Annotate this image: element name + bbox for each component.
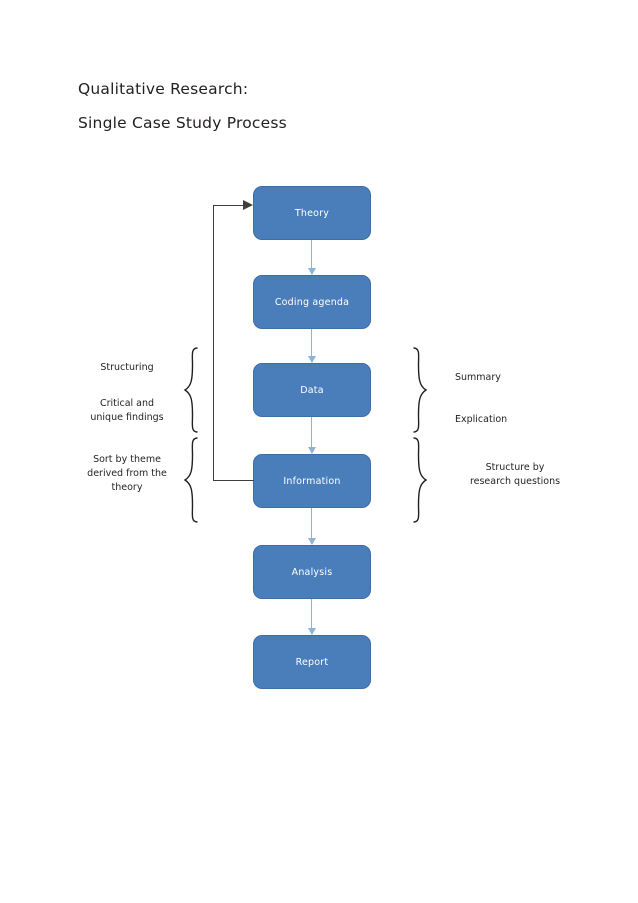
feedback-loop-arrowhead-icon [243,200,253,210]
title-line-2: Single Case Study Process [78,114,287,132]
left-brace-lower-icon [183,437,199,523]
connector-arrow-data-to-information [307,417,316,454]
annotation-explication-line-1: Explication [455,414,508,425]
annotation-structureby-line-2: research questions [469,476,561,487]
annotation-critical-unique-findings: Critical and unique findings [57,397,197,425]
annotation-structuring-line-1: Structuring [100,362,154,373]
connector-arrow-analysis-to-report [307,599,316,635]
annotation-sort-by-theme: Sort by theme derived from the theory [57,453,197,495]
flow-node-report: Report [253,635,371,689]
annotation-critical-line-2: unique findings [90,412,164,423]
right-brace-upper-icon [412,347,428,433]
connector-arrow-theory-to-coding [307,240,316,275]
flow-node-data: Data [253,363,371,417]
flow-node-theory: Theory [253,186,371,240]
right-brace-lower-icon [412,437,428,523]
connector-arrow-information-to-analysis [307,508,316,545]
annotation-summary-line-1: Summary [455,372,501,383]
left-brace-upper-icon [183,347,199,433]
feedback-loop-bottom-segment [213,480,254,481]
connector-arrow-coding-to-data [307,329,316,363]
flow-node-analysis: Analysis [253,545,371,599]
title-line-1: Qualitative Research: [78,80,249,98]
page-title: Qualitative Research: Single Case Study … [78,72,498,140]
annotation-critical-line-1: Critical and [99,398,155,409]
annotation-summary: Summary [455,371,615,385]
annotation-structure-by-research-questions: Structure by research questions [440,461,590,489]
flow-node-coding-agenda: Coding agenda [253,275,371,329]
feedback-loop-top-segment [213,205,245,206]
flow-node-information: Information [253,454,371,508]
annotation-sort-line-2: derived from the [87,468,167,479]
annotation-explication: Explication [455,413,615,427]
annotation-structuring: Structuring [57,361,197,375]
annotation-sort-line-1: Sort by theme [93,454,161,465]
annotation-structureby-line-1: Structure by [485,462,545,473]
annotation-sort-line-3: theory [111,482,143,493]
feedback-loop-vertical-segment [213,205,214,481]
